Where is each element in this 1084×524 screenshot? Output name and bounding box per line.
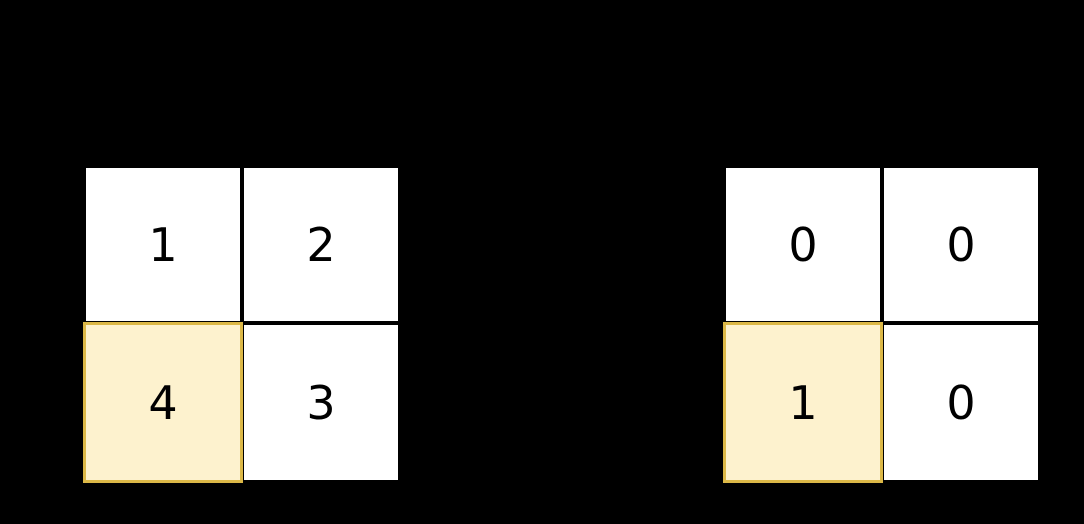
matrix-left: 1 2 4 3 (83, 166, 400, 483)
matrix-left-cell-r0c1[interactable]: 2 (242, 166, 400, 323)
cell-value: 1 (148, 217, 178, 272)
matrix-right: 0 0 1 0 (723, 166, 1040, 483)
cell-value: 0 (946, 217, 976, 272)
matrix-right-cell-r1c0-highlighted[interactable]: 1 (723, 322, 883, 483)
cell-value: 1 (788, 375, 818, 430)
matrix-right-cell-r1c1[interactable]: 0 (882, 323, 1040, 482)
matrix-left-cell-r1c1[interactable]: 3 (242, 323, 400, 482)
cell-value: 4 (148, 375, 178, 430)
cell-value: 0 (788, 217, 818, 272)
matrix-right-cell-r0c0[interactable]: 0 (724, 166, 882, 323)
matrix-right-cell-r0c1[interactable]: 0 (882, 166, 1040, 323)
cell-value: 0 (946, 375, 976, 430)
matrix-left-cell-r0c0[interactable]: 1 (84, 166, 242, 323)
cell-value: 2 (306, 217, 336, 272)
cell-value: 3 (306, 375, 336, 430)
matrix-left-cell-r1c0-highlighted[interactable]: 4 (83, 322, 243, 483)
